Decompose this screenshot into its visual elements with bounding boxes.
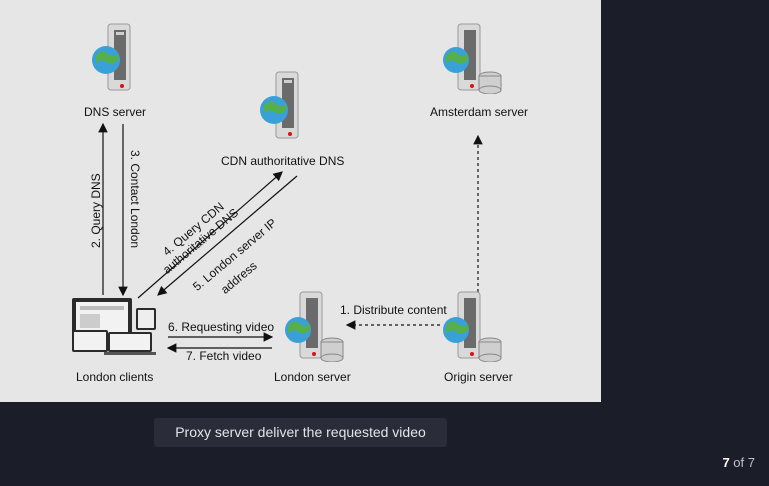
pager-total: 7 <box>747 455 755 470</box>
london-clients-label: London clients <box>76 370 154 384</box>
origin-server-label: Origin server <box>444 370 513 384</box>
diagram-arrows <box>98 122 483 353</box>
cdn-dns-icon <box>260 71 299 139</box>
dns-server-label: DNS server <box>84 105 147 119</box>
amsterdam-server-icon <box>443 23 502 94</box>
arrow-london-ip <box>157 175 298 296</box>
london-server-icon <box>285 291 344 362</box>
slide-pager: 7 of 7 <box>722 455 755 470</box>
edge-label-fetch-video: 7. Fetch video <box>186 349 262 363</box>
edge-label-contact-london: 3. Contact London <box>128 150 142 249</box>
edge-label-distribute: 1. Distribute content <box>340 303 447 317</box>
slide-caption: Proxy server deliver the requested video <box>154 418 447 447</box>
edge-label-query-dns: 2. Query DNS <box>89 173 103 248</box>
amsterdam-server-label: Amsterdam server <box>430 105 529 119</box>
london-server-label: London server <box>274 370 351 384</box>
cdn-dns-label: CDN authoritative DNS <box>221 154 345 168</box>
diagram-slide: DNS server CDN authoritative DNS Amsterd… <box>0 0 601 402</box>
dns-server-icon <box>92 23 131 91</box>
pager-current: 7 <box>722 455 730 470</box>
edge-label-requesting-video: 6. Requesting video <box>168 320 275 334</box>
london-clients-icon <box>72 298 156 355</box>
pager-sep: of <box>733 455 745 470</box>
arrow-query-cdn <box>137 171 283 299</box>
origin-server-icon <box>443 291 502 362</box>
